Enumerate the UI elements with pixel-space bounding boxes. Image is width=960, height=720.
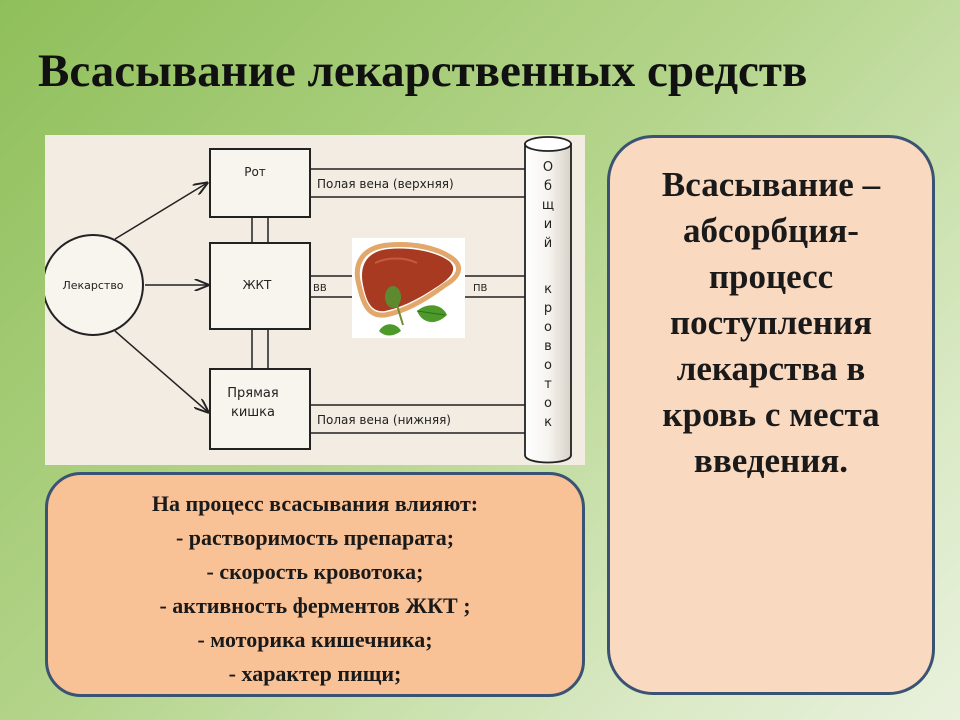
circulation-letter-12: о [544,396,552,411]
drug-label: Лекарство [62,279,123,292]
rectum-label-2: кишка [231,405,275,420]
circulation-letter-7: р [544,301,552,316]
factors-box: На процесс всасывания влияют: - раствори… [45,472,585,697]
factor-item: - моторика кишечника; [197,627,433,652]
definition-box: Всасывание – абсорбция- процесс поступле… [607,135,935,695]
factor-item: - скорость кровотока; [206,559,424,584]
mouth-box [209,148,311,218]
factor-item: - характер пищи; [228,661,402,686]
factor-item: - растворимость препарата; [175,525,455,550]
circulation-letter-1: О [543,160,553,175]
liver-with-gallbladder-icon [352,238,465,338]
arrow-to-mouth [114,183,207,240]
factors-heading: На процесс всасывания влияют: [151,491,479,516]
circulation-letter-13: к [544,415,552,430]
definition-line: поступления [669,303,873,342]
circulation-letter-4: и [544,217,552,232]
gi-box [209,242,311,330]
slide-title: Всасывание лекарственных средств [38,45,808,97]
definition-line: лекарства в [676,349,866,388]
circulation-letter-9: в [544,339,552,354]
circulation-letter-5: й [544,236,552,251]
lower-vein-label: Полая вена (нижняя) [317,413,451,427]
absorption-diagram: Лекарство Рот ЖКТ Прямая кишка Полая вен… [45,135,585,465]
vv-label: ВВ [313,283,327,294]
circulation-letter-3: щ [542,198,554,213]
general-circulation-tube: О б щ и й к р о в о т о к [524,136,572,464]
gi-label: ЖКТ [243,278,272,292]
definition-line: кровь с места [662,395,880,434]
arrow-to-rectum [114,330,208,412]
circulation-letter-2: б [544,179,552,194]
circulation-letter-10: о [544,358,552,373]
upper-vein-label: Полая вена (верхняя) [317,177,454,191]
pv-label: ПВ [473,283,488,294]
definition-line: Всасывание – [661,165,881,204]
circulation-letter-8: о [544,320,552,335]
rectum-label-1: Прямая [227,386,278,401]
definition-line: введения. [693,441,849,480]
circulation-letter-11: т [544,377,552,392]
definition-line: абсорбция- [683,211,859,250]
rectum-box [209,368,311,450]
circulation-letter-6: к [544,282,552,297]
factor-item: - активность ферментов ЖКТ ; [159,593,471,618]
definition-line: процесс [708,257,834,296]
mouth-label: Рот [244,165,266,179]
drug-node [45,234,144,336]
